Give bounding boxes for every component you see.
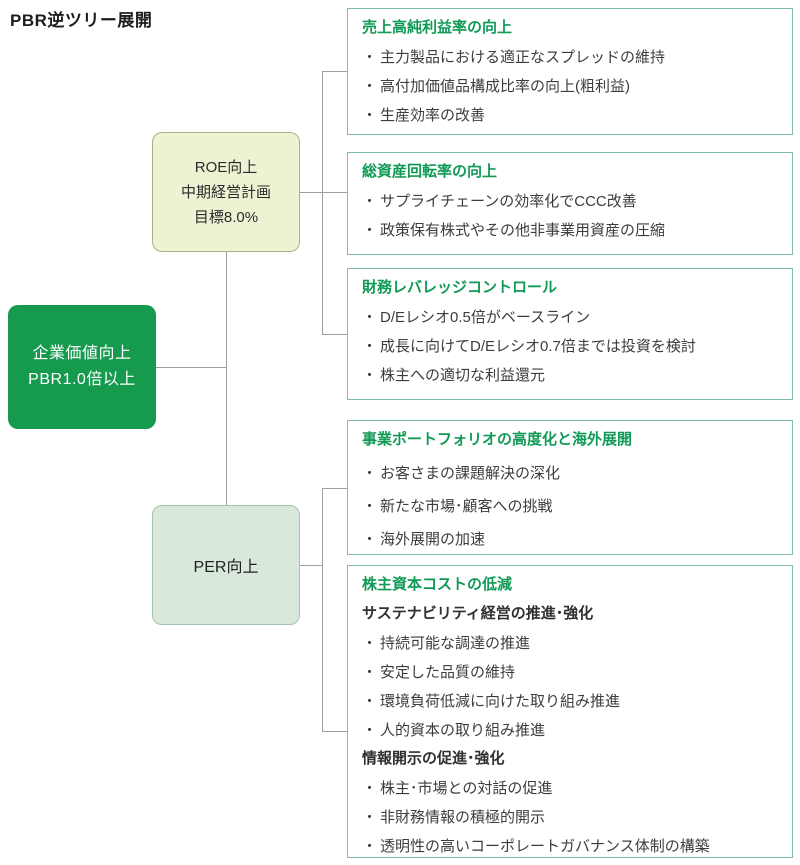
bullet-item: ・政策保有株式やその他非事業用資産の圧縮 [362, 220, 778, 241]
leaf-box-portfolio-overseas: 事業ポートフォリオの高度化と海外展開 ・お客さまの課題解決の深化・新たな市場･顧… [347, 420, 793, 555]
bullet-text: 成長に向けてD/Eレシオ0.7倍までは投資を検討 [380, 338, 696, 355]
leaf-subheading: サステナビリティ経営の推進･強化 [362, 605, 594, 622]
bullet-marker-icon: ・ [362, 693, 378, 710]
bullet-marker-icon: ・ [362, 338, 378, 355]
bullet-text: 安定した品質の維持 [380, 664, 516, 681]
bullet-text: 環境負荷低減に向けた取り組み推進 [380, 693, 621, 710]
bullet-item: ・お客さまの課題解決の深化 [362, 463, 778, 484]
bullet-text: 海外展開の加速 [380, 531, 486, 548]
bullet-text: 新たな市場･顧客への挑戦 [380, 498, 553, 515]
bullet-item: ・主力製品における適正なスプレッドの維持 [362, 47, 778, 68]
node-per: PER向上 [152, 505, 300, 625]
bullet-text: D/Eレシオ0.5倍がベースライン [380, 309, 591, 326]
bullet-marker-icon: ・ [362, 498, 378, 515]
node-roe-line1: ROE向上 [194, 158, 258, 176]
bullet-item: ・持続可能な調達の推進 [362, 633, 778, 654]
leaf-title: 事業ポートフォリオの高度化と海外展開 [362, 431, 633, 448]
node-corporate-value-line2: PBR1.0倍以上 [28, 371, 136, 388]
bullet-marker-icon: ・ [362, 809, 378, 826]
bullet-marker-icon: ・ [362, 780, 378, 797]
bullet-item: ・サプライチェーンの効率化でCCC改善 [362, 191, 778, 212]
bullet-text: 政策保有株式やその他非事業用資産の圧縮 [380, 222, 666, 239]
bullet-text: お客さまの課題解決の深化 [380, 465, 561, 482]
leaf-title: 財務レバレッジコントロール [362, 279, 558, 296]
bullet-marker-icon: ・ [362, 722, 378, 739]
bullet-marker-icon: ・ [362, 49, 378, 66]
leaf-box-cost-of-equity: 株主資本コストの低減 サステナビリティ経営の推進･強化・持続可能な調達の推進・安… [347, 565, 793, 858]
bullet-item: ・成長に向けてD/Eレシオ0.7倍までは投資を検討 [362, 336, 778, 357]
leaf-title: 株主資本コストの低減 [362, 576, 513, 593]
bullet-item: ・環境負荷低減に向けた取り組み推進 [362, 691, 778, 712]
connector-roe-to-leaf2 [300, 192, 347, 193]
leaf-box-net-margin: 売上高純利益率の向上 ・主力製品における適正なスプレッドの維持・高付加価値品構成… [347, 8, 793, 135]
bullet-text: 株主･市場との対話の促進 [380, 780, 553, 797]
bullet-text: 非財務情報の積極的開示 [380, 809, 546, 826]
node-roe: ROE向上 中期経営計画 目標8.0% [152, 132, 300, 252]
bullet-text: 高付加価値品構成比率の向上(粗利益) [380, 78, 630, 95]
node-roe-line2: 中期経営計画 [180, 183, 271, 201]
connector-per-to-trunk [300, 565, 322, 566]
leaf-body: ・主力製品における適正なスプレッドの維持・高付加価値品構成比率の向上(粗利益)・… [362, 47, 778, 126]
bullet-text: サプライチェーンの効率化でCCC改善 [380, 193, 637, 210]
bullet-item: ・海外展開の加速 [362, 529, 778, 550]
connector-root-to-trunk [156, 367, 226, 368]
connector-stub-leaf3 [322, 334, 347, 335]
connector-stub-leaf5 [322, 731, 347, 732]
bullet-text: 持続可能な調達の推進 [380, 635, 531, 652]
bullet-marker-icon: ・ [362, 107, 378, 124]
node-roe-line3: 目標8.0% [193, 208, 259, 226]
bullet-item: ・高付加価値品構成比率の向上(粗利益) [362, 76, 778, 97]
bullet-text: 人的資本の取り組み推進 [380, 722, 546, 739]
bullet-item: ・新たな市場･顧客への挑戦 [362, 496, 778, 517]
bullet-marker-icon: ・ [362, 222, 378, 239]
leaf-box-leverage-control: 財務レバレッジコントロール ・D/Eレシオ0.5倍がベースライン・成長に向けてD… [347, 268, 793, 400]
leaf-box-asset-turnover: 総資産回転率の向上 ・サプライチェーンの効率化でCCC改善・政策保有株式やその他… [347, 152, 793, 255]
leaf-body: ・D/Eレシオ0.5倍がベースライン・成長に向けてD/Eレシオ0.7倍までは投資… [362, 307, 778, 386]
connector-trunk-per [322, 488, 323, 732]
bullet-item: ・D/Eレシオ0.5倍がベースライン [362, 307, 778, 328]
bullet-item: ・人的資本の取り組み推進 [362, 720, 778, 741]
bullet-marker-icon: ・ [362, 78, 378, 95]
leaf-subheading: 情報開示の促進･強化 [362, 750, 505, 767]
bullet-item: ・非財務情報の積極的開示 [362, 807, 778, 828]
bullet-item: ・株主への適切な利益還元 [362, 365, 778, 386]
bullet-marker-icon: ・ [362, 367, 378, 384]
bullet-text: 主力製品における適正なスプレッドの維持 [380, 49, 666, 66]
leaf-body: サステナビリティ経営の推進･強化・持続可能な調達の推進・安定した品質の維持・環境… [362, 603, 778, 857]
connector-trunk-roe [322, 71, 323, 335]
node-per-line1: PER向上 [193, 559, 259, 576]
bullet-marker-icon: ・ [362, 465, 378, 482]
leaf-body: ・お客さまの課題解決の深化・新たな市場･顧客への挑戦・海外展開の加速 [362, 463, 778, 550]
bullet-marker-icon: ・ [362, 531, 378, 548]
bullet-item: ・透明性の高いコーポレートガバナンス体制の構築 [362, 836, 778, 857]
leaf-title: 売上高純利益率の向上 [362, 19, 513, 36]
connector-stub-leaf4 [322, 488, 347, 489]
node-corporate-value: 企業価値向上 PBR1.0倍以上 [8, 305, 156, 429]
bullet-marker-icon: ・ [362, 635, 378, 652]
bullet-marker-icon: ・ [362, 309, 378, 326]
bullet-marker-icon: ・ [362, 193, 378, 210]
bullet-text: 株主への適切な利益還元 [380, 367, 546, 384]
bullet-item: ・生産効率の改善 [362, 105, 778, 126]
bullet-item: ・株主･市場との対話の促進 [362, 778, 778, 799]
page-title: PBR逆ツリー展開 [10, 11, 153, 30]
bullet-marker-icon: ・ [362, 664, 378, 681]
connector-trunk-left [226, 252, 227, 505]
leaf-title: 総資産回転率の向上 [362, 163, 498, 180]
bullet-text: 生産効率の改善 [380, 107, 486, 124]
bullet-text: 透明性の高いコーポレートガバナンス体制の構築 [380, 838, 710, 855]
node-corporate-value-line1: 企業価値向上 [32, 345, 132, 362]
bullet-item: ・安定した品質の維持 [362, 662, 778, 683]
bullet-marker-icon: ・ [362, 838, 378, 855]
connector-stub-leaf1 [322, 71, 347, 72]
leaf-body: ・サプライチェーンの効率化でCCC改善・政策保有株式やその他非事業用資産の圧縮 [362, 191, 778, 241]
